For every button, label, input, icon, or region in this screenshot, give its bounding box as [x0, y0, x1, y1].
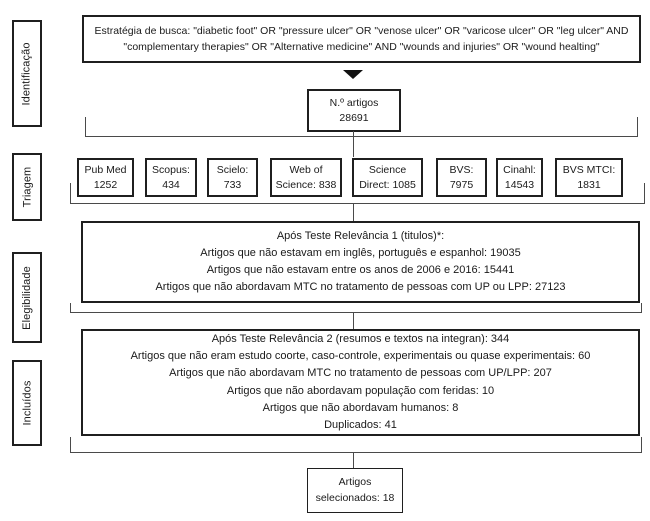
- down-arrow-icon: [343, 70, 363, 79]
- database-bvs-count: 7975: [449, 178, 474, 191]
- total-articles-box: N.º artigos 28691: [307, 89, 401, 132]
- selected-articles-box: Artigos selecionados: 18: [307, 468, 403, 513]
- selected-articles-label: Artigos: [338, 476, 372, 489]
- search-strategy-line2: "complementary therapies" OR "Alternativ…: [123, 41, 600, 53]
- stage-label-identificacao: Identificação: [12, 20, 42, 127]
- database-pubmed-count: 1252: [93, 178, 118, 191]
- database-wos-name: Web of: [289, 164, 323, 177]
- database-cinahl-count: 14543: [504, 178, 535, 191]
- connector-line-databases-to-relevance1: [353, 203, 354, 221]
- database-cinahl-name: Cinahl:: [503, 164, 536, 177]
- selected-articles-count: selecionados: 18: [315, 491, 395, 504]
- database-bvsmtci-count: 1831: [577, 178, 601, 191]
- relevance1-excluded-years: Artigos que não estavam entre os anos de…: [206, 264, 515, 276]
- stage-label-incluidos-text: Incluídos: [21, 380, 33, 426]
- stage-label-elegibilidade-text: Elegibilidade: [21, 265, 33, 330]
- relevance1-excluded-topic: Artigos que não abordavam MTC no tratame…: [155, 281, 566, 294]
- relevance-test-1-box: Após Teste Relevância 1 (titulos)*: Arti…: [81, 221, 640, 303]
- stage-label-triagem-text: Triagem: [21, 166, 34, 208]
- database-scopus-name: Scopus:: [152, 164, 190, 177]
- connector-line-relevance1-to-relevance2: [353, 312, 354, 329]
- database-bvsmtci-name: BVS MTCI:: [562, 164, 616, 177]
- database-box-scopus: Scopus: 434: [145, 158, 197, 197]
- relevance1-title: Após Teste Relevância 1 (titulos)*:: [276, 229, 445, 242]
- connector-bracket-eligibility: [70, 303, 642, 313]
- database-scielo-name: Scielo:: [216, 164, 249, 177]
- database-sciencedirect-count: Direct: 1085: [359, 178, 416, 191]
- search-strategy-line1: Estratégia de busca: "diabetic foot" OR …: [94, 24, 629, 37]
- relevance2-excluded-humans: Artigos que não abordavam humanos: 8: [262, 401, 459, 414]
- database-wos-count: Science: 838: [275, 178, 337, 191]
- relevance2-duplicates: Duplicados: 41: [324, 418, 397, 431]
- relevance2-excluded-design: Artigos que não eram estudo coorte, caso…: [130, 350, 591, 363]
- relevance2-title: Após Teste Relevância 2 (resumos e texto…: [211, 333, 510, 346]
- stage-label-identificacao-text: Identificação: [21, 41, 33, 106]
- stage-label-incluidos: Incluídos: [12, 360, 42, 446]
- database-scopus-count: 434: [162, 178, 180, 191]
- relevance2-excluded-topic: Artigos que não abordavam MTC no tratame…: [169, 367, 552, 380]
- relevance2-excluded-population: Artigos que não abordavam população com …: [226, 384, 495, 397]
- database-pubmed-name: Pub Med: [84, 164, 127, 177]
- connector-bracket-screening: [70, 183, 645, 204]
- database-box-bvs-mtci: BVS MTCI: 1831: [555, 158, 623, 197]
- stage-label-triagem: Triagem: [12, 153, 42, 221]
- stage-label-elegibilidade: Elegibilidade: [12, 252, 42, 343]
- database-sciencedirect-name: Science: [368, 164, 407, 177]
- connector-bracket-identification: [85, 117, 638, 137]
- database-box-web-of-science: Web of Science: 838: [270, 158, 342, 197]
- relevance-test-2-box: Após Teste Relevância 2 (resumos e texto…: [81, 329, 640, 436]
- database-box-bvs: BVS: 7975: [436, 158, 487, 197]
- database-box-science-direct: Science Direct: 1085: [352, 158, 423, 197]
- database-bvs-name: BVS:: [449, 164, 474, 177]
- relevance1-excluded-language: Artigos que não estavam em inglês, portu…: [200, 246, 521, 259]
- database-scielo-count: 733: [223, 178, 242, 191]
- search-strategy-box: Estratégia de busca: "diabetic foot" OR …: [82, 15, 641, 63]
- database-box-cinahl: Cinahl: 14543: [496, 158, 543, 197]
- total-articles-label: N.º artigos: [329, 97, 379, 110]
- connector-line-total-to-databases: [353, 131, 354, 157]
- database-box-pubmed: Pub Med 1252: [77, 158, 134, 197]
- total-articles-count: 28691: [339, 111, 369, 124]
- connector-bracket-included: [70, 437, 642, 453]
- database-box-scielo: Scielo: 733: [207, 158, 258, 197]
- connector-line-relevance2-to-selected: [353, 452, 354, 468]
